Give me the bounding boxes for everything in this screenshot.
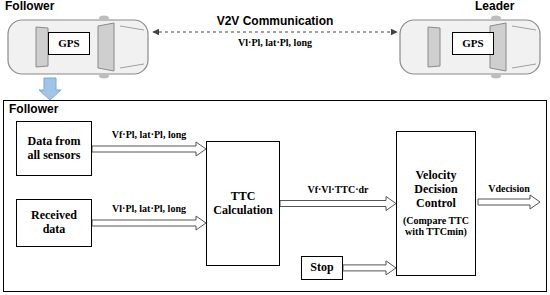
node-text: Velocity Decision Control <box>400 169 472 210</box>
node-text: (Compare TTC with TTCmin) <box>400 215 472 238</box>
gps-box: GPS <box>452 32 494 55</box>
process-box: TTC Calculation <box>206 141 280 266</box>
node-text: GPS <box>462 37 483 50</box>
follower-panel: FollowerData from all sensorsReceived da… <box>3 100 547 292</box>
vehicle-region: FollowerGPS <box>3 0 153 78</box>
output-arrow <box>478 195 540 209</box>
follower-car <box>8 16 148 79</box>
edge-label: Vl·Pl, lat·Pl, long <box>110 203 188 214</box>
flow-arrow <box>39 78 61 100</box>
node-heading: Follower <box>9 103 58 117</box>
input-box: Stop <box>301 256 343 280</box>
process-box: Received data <box>16 199 92 247</box>
flow-arrow <box>92 216 206 230</box>
communication-link <box>153 32 397 33</box>
edge-label: Vf·Pl, lat·Pl, long <box>110 129 188 140</box>
node-text: Received data <box>20 209 88 237</box>
flow-arrow <box>280 197 396 211</box>
node-heading: Leader <box>475 0 514 14</box>
node-heading: Follower <box>5 0 54 14</box>
node-text: GPS <box>58 37 79 50</box>
signal-label: Vdecision <box>488 183 530 194</box>
message-label: Vl·Pl, lat·Pl, long <box>238 37 312 48</box>
node-text: TTC Calculation <box>210 190 276 218</box>
node-text: Data from all sensors <box>20 135 88 163</box>
flow-arrow <box>92 142 206 156</box>
gps-box: GPS <box>48 32 90 55</box>
leader-car <box>400 16 540 79</box>
node-text: Stop <box>310 261 333 275</box>
flow-arrow <box>343 261 396 275</box>
edge-label: V2V Communication <box>215 15 336 28</box>
process-box: Velocity Decision Control (Compare TTC wi… <box>396 131 476 276</box>
vehicle-region: LeaderGPS <box>397 0 547 78</box>
process-box: Data from all sensors <box>16 121 92 176</box>
edge-label: Vf·Vl·TTC·dr <box>305 184 370 195</box>
